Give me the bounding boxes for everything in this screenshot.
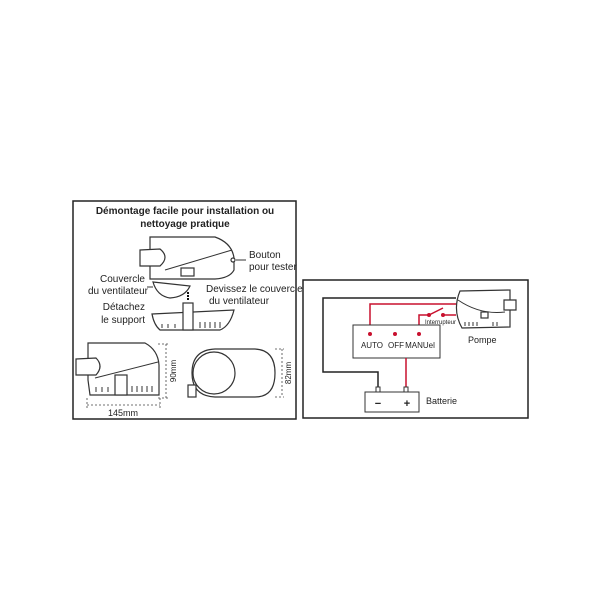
installation-title-line2: nettoyage pratique (140, 219, 230, 230)
switch-contact (427, 313, 431, 317)
width-dimension-line (275, 348, 284, 398)
test-button-label-line2: pour tester (249, 262, 297, 273)
fan-cover-label-line2: du ventilateur (88, 286, 149, 297)
installation-panel: Démontage facile pour installation ou ne… (72, 200, 303, 420)
pump-top-drawing (139, 236, 236, 280)
detach-label-line1: Détachez (103, 302, 145, 313)
support-base-drawing (151, 302, 235, 331)
length-dimension-label: 145mm (108, 408, 138, 418)
battery-positive-terminal (403, 386, 409, 393)
auto-label: AUTO (361, 341, 383, 350)
pump-bottom-outline (187, 348, 276, 398)
unscrew-label-line2: du ventilateur (209, 296, 270, 307)
pump-drawing (455, 289, 517, 329)
manual-terminal (417, 332, 421, 336)
float-switch-box (352, 324, 441, 359)
negative-wire (322, 297, 456, 388)
battery-negative-terminal (375, 386, 381, 393)
manual-wire (418, 307, 456, 333)
off-label: OFF (388, 341, 404, 350)
auto-terminal (368, 332, 372, 336)
battery-minus-label: − (375, 398, 381, 410)
switch-contact (441, 313, 445, 317)
battery (364, 391, 420, 413)
pump-side-drawing (75, 342, 160, 396)
unscrew-label-line1: Devissez le couvercle (206, 284, 303, 295)
switch-label: Interrupteur (425, 320, 456, 326)
off-terminal (393, 332, 397, 336)
detach-label-line2: le support (101, 315, 145, 326)
auto-wire (369, 303, 456, 333)
battery-plus-label: + (404, 398, 410, 410)
installation-title-line1: Démontage facile pour installation ou (96, 206, 274, 217)
wiring-panel: Interrupteur AUTO OFF MANUel − + Batteri… (302, 279, 529, 419)
manual-label: MANUel (405, 341, 435, 350)
length-dimension-line (86, 398, 161, 408)
pump-label: Pompe (468, 335, 497, 345)
width-dimension-label: 82mm (284, 362, 293, 385)
test-button-label-line1: Bouton (249, 250, 281, 261)
height-dimension-label: 90mm (169, 360, 178, 383)
fan-cover-drawing (152, 281, 191, 299)
fan-cover-label-line1: Couvercle (100, 274, 145, 285)
battery-label: Batterie (426, 396, 457, 406)
